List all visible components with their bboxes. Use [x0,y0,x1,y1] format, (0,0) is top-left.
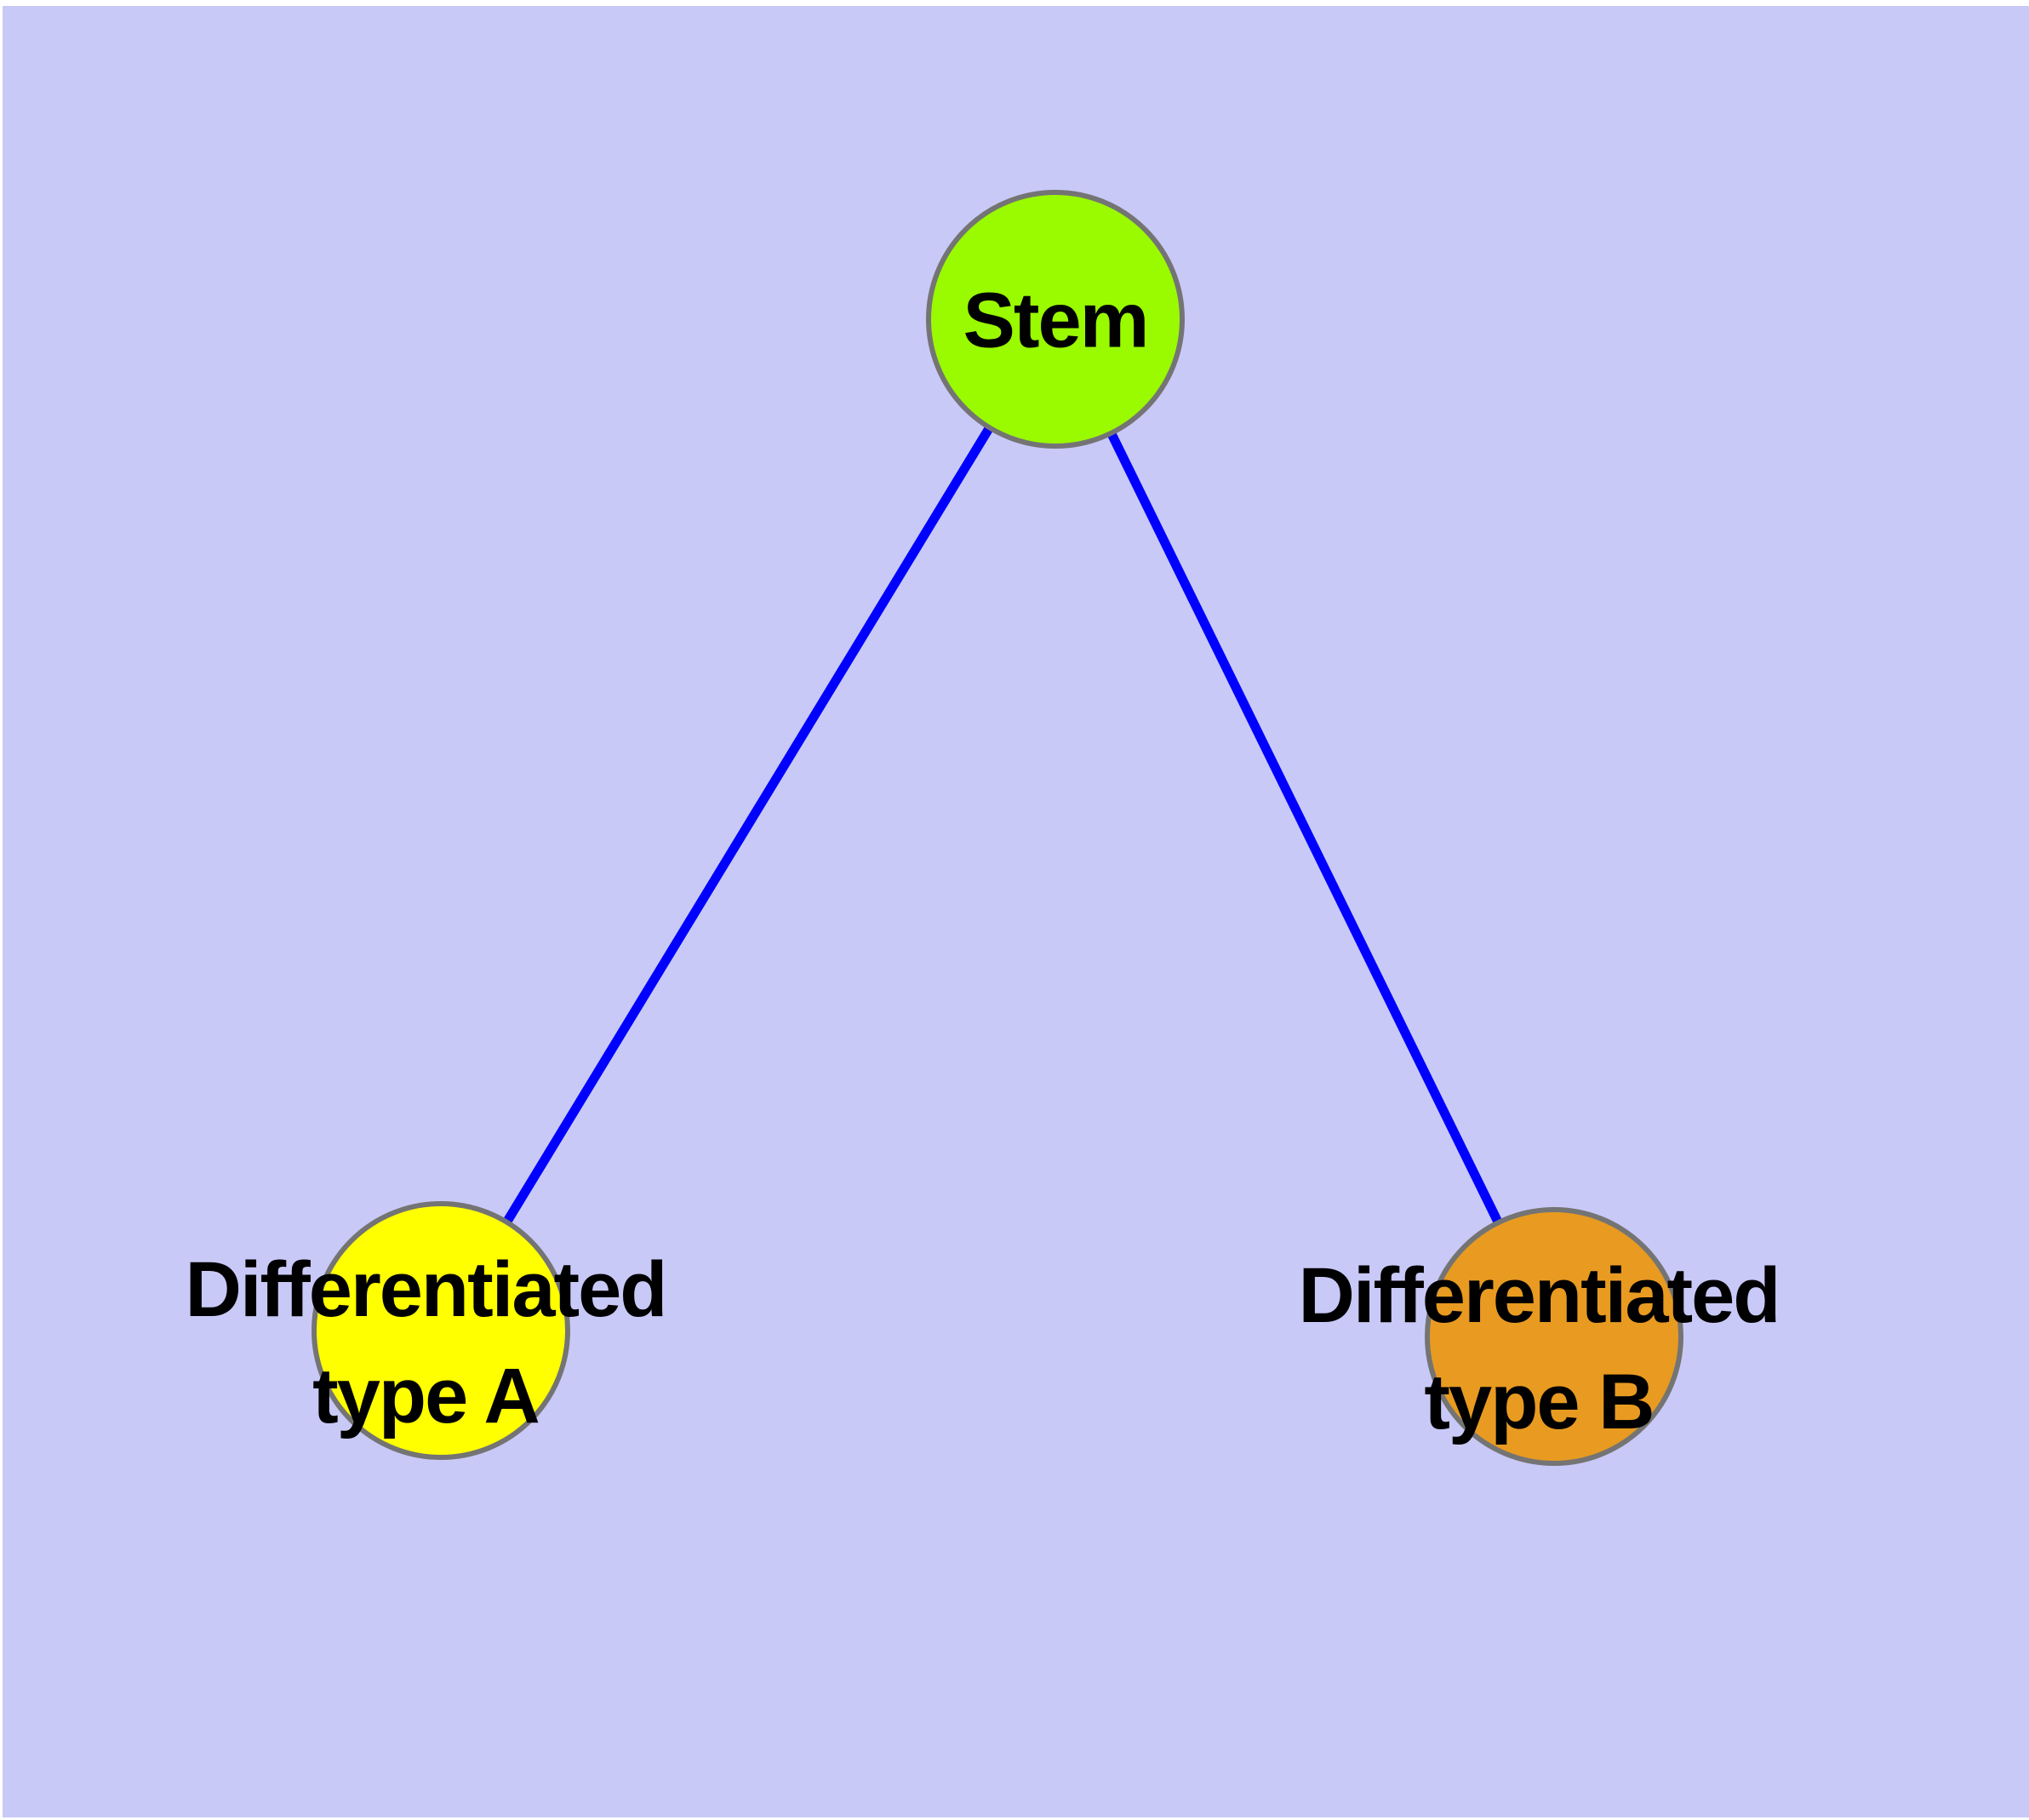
edge-stem-to-differentiated-type-a [437,317,1060,1333]
edge-stem-to-differentiated-type-b [1051,317,1558,1339]
node-label-differentiated-type-a: Differentiated type A [185,1245,668,1439]
node-stem [926,190,1185,449]
node-differentiated-type-a [311,1201,570,1460]
node-label-stem: Stem [963,277,1150,364]
node-differentiated-type-b [1425,1207,1683,1466]
node-label-differentiated-type-b: Differentiated type B [1298,1251,1781,1445]
